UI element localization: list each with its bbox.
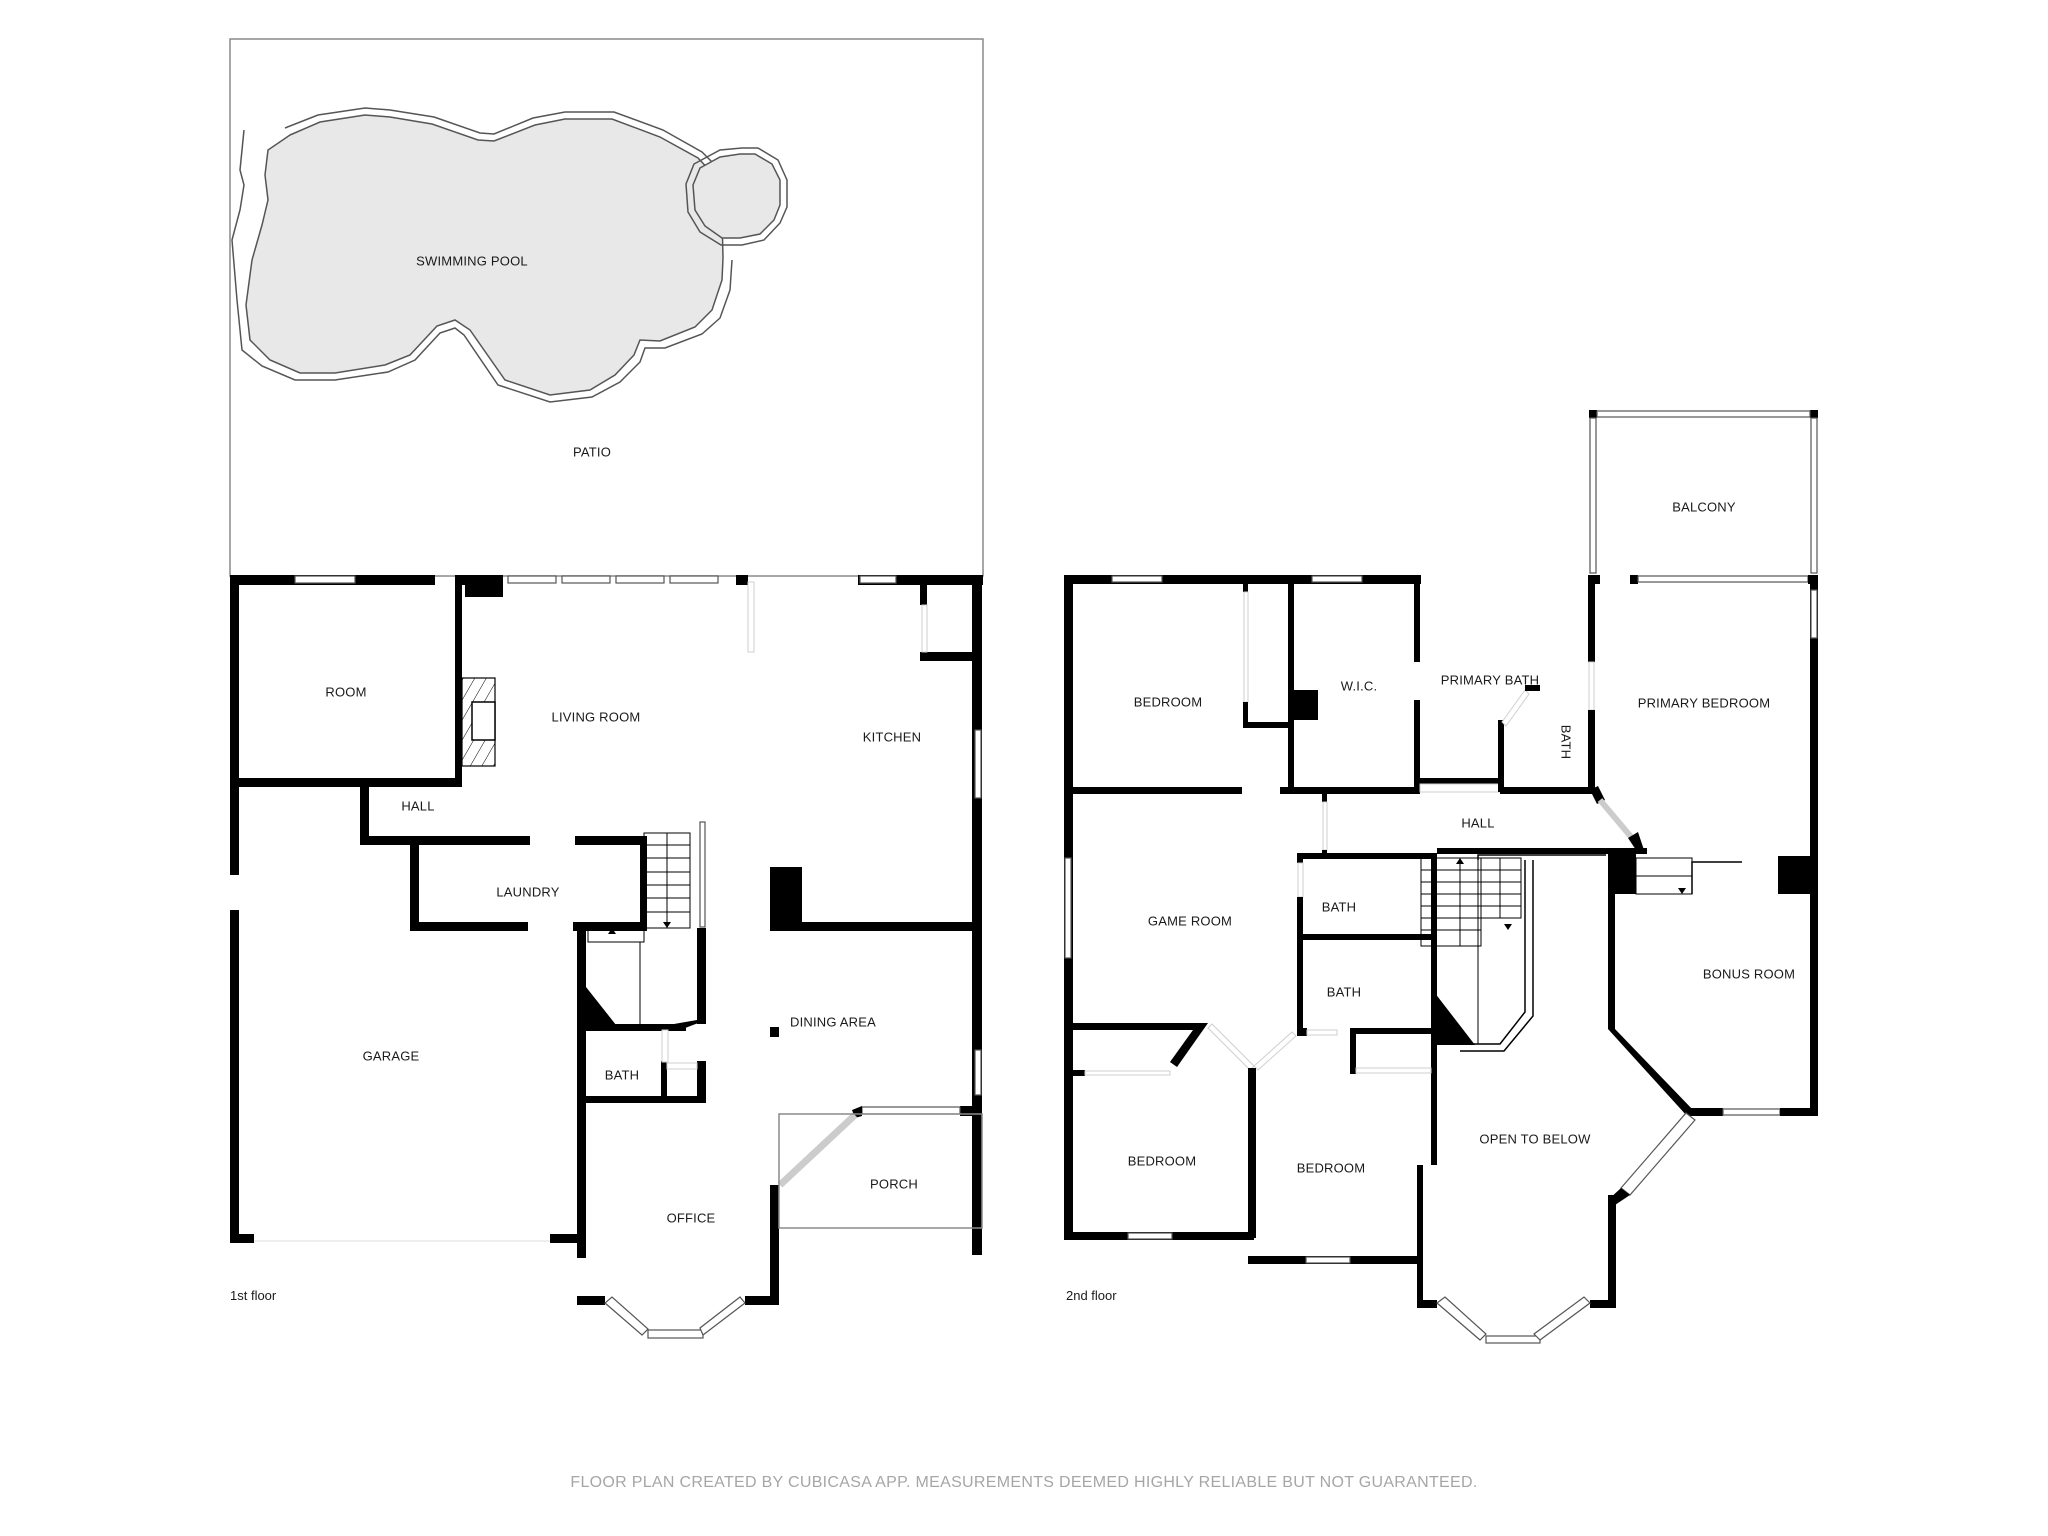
stairs-1st-floor (587, 821, 706, 943)
room-label-balcony: BALCONY (1672, 499, 1736, 514)
room-label-office: OFFICE (667, 1210, 716, 1225)
room-label-hall-2nd: HALL (1461, 815, 1494, 830)
room-label-laundry: LAUNDRY (496, 884, 559, 899)
disclaimer-footer: FLOOR PLAN CREATED BY CUBICASA APP. MEAS… (570, 1474, 1478, 1491)
room-label-bonus-room: BONUS ROOM (1703, 966, 1795, 981)
room-label-bath-upper: BATH (1322, 899, 1357, 914)
room-label-wic: W.I.C. (1341, 678, 1378, 693)
room-label-porch: PORCH (870, 1176, 918, 1191)
room-label-kitchen: KITCHEN (863, 729, 921, 744)
room-label-bedroom-sw: BEDROOM (1128, 1153, 1197, 1168)
stairs-2nd-floor (1420, 854, 1606, 1052)
room-label-open-to-below: OPEN TO BELOW (1479, 1131, 1591, 1146)
room-label-swimming-pool: SWIMMING POOL (416, 253, 528, 268)
room-label-living-room: LIVING ROOM (552, 709, 641, 724)
room-label-bath-small: BATH (1559, 725, 1574, 760)
room-label-bedroom-nw: BEDROOM (1134, 694, 1203, 709)
room-label-dining-area: DINING AREA (790, 1014, 876, 1029)
room-label-hall-1st: HALL (401, 798, 434, 813)
swimming-pool: SWIMMING POOL (231, 107, 788, 403)
room-label-bedroom-s: BEDROOM (1297, 1160, 1366, 1175)
floor-label-1st: 1st floor (230, 1288, 277, 1303)
second-floor: BALCONY (1064, 410, 1818, 1344)
room-label-bath-1st: BATH (605, 1067, 640, 1082)
room-label-room: ROOM (325, 684, 366, 699)
room-label-patio: PATIO (573, 444, 611, 459)
room-label-primary-bedroom: PRIMARY BEDROOM (1638, 695, 1771, 710)
room-label-bath-lower: BATH (1327, 984, 1362, 999)
room-label-primary-bath: PRIMARY BATH (1441, 672, 1539, 687)
first-floor: SWIMMING POOL PATIO (229, 38, 984, 1339)
room-label-game-room: GAME ROOM (1148, 913, 1232, 928)
floor-label-2nd: 2nd floor (1066, 1288, 1117, 1303)
room-label-garage: GARAGE (363, 1048, 420, 1063)
